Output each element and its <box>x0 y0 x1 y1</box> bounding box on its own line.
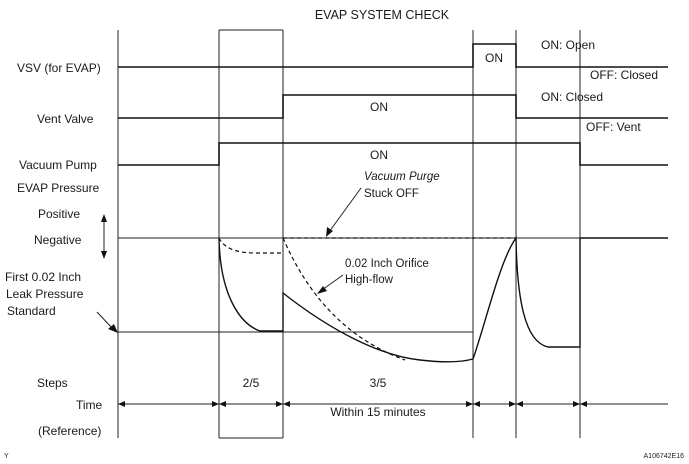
corner-mark-right: A106742E16 <box>644 453 685 460</box>
time-arrow-1-right <box>212 401 219 407</box>
time-arrow-5-right <box>573 401 580 407</box>
vsv-state-open: ON: Open <box>541 38 595 52</box>
pressure-trace-orifice-high-flow <box>282 237 406 361</box>
pressure-range-arrow <box>101 214 107 259</box>
time-arrow-2-right <box>276 401 283 407</box>
annotation-orifice-1: 0.02 Inch Orifice <box>345 258 429 270</box>
label-vent-valve: Vent Valve <box>37 112 94 126</box>
vsv-state-closed: OFF: Closed <box>590 68 658 82</box>
annotation-stuck-2: Stuck OFF <box>364 188 419 200</box>
annotation-stuck-1: Vacuum Purge <box>364 171 440 183</box>
vent-state-closed: ON: Closed <box>541 90 603 104</box>
phase-boundaries <box>117 29 581 439</box>
label-positive: Positive <box>38 207 80 221</box>
orifice-pointer <box>317 274 344 294</box>
annotation-orifice-2: High-flow <box>345 274 394 286</box>
step-label-3-5: 3/5 <box>370 376 387 390</box>
label-negative: Negative <box>34 233 82 247</box>
orifice-pointer-head <box>317 286 327 294</box>
vacuum-pump-on-label: ON <box>370 148 388 162</box>
time-arrow-5-left <box>516 401 523 407</box>
time-arrow-3-right <box>466 401 473 407</box>
label-evap-pressure: EVAP Pressure <box>17 181 100 195</box>
label-vacuum-pump: Vacuum Pump <box>19 158 97 172</box>
vsv-signal: ON <box>118 43 668 68</box>
time-axis <box>118 401 668 407</box>
vent-state-vent: OFF: Vent <box>586 120 641 134</box>
time-arrow-4-right <box>509 401 516 407</box>
pressure-down-arrowhead <box>101 251 107 259</box>
vsv-signal-line <box>118 43 668 68</box>
vsv-on-label: ON <box>485 51 503 65</box>
label-vsv: VSV (for EVAP) <box>17 61 101 75</box>
vacuum-pump-signal-line <box>118 142 668 166</box>
evap-pressure-curves <box>218 235 668 363</box>
label-time: Time <box>76 398 103 412</box>
vent-valve-on-label: ON <box>370 100 388 114</box>
vacuum-pump-signal: ON <box>118 142 668 166</box>
diagram-title: EVAP SYSTEM CHECK <box>315 8 450 22</box>
vent-valve-signal: ON <box>118 94 668 119</box>
label-leak-standard-3: Standard <box>7 304 56 318</box>
step-label-2-5: 2/5 <box>243 376 260 390</box>
stuck-off-pointer-line <box>328 187 362 233</box>
leak-standard-pointer <box>96 311 118 333</box>
within-15-minutes: Within 15 minutes <box>330 405 425 419</box>
vent-valve-signal-line <box>118 94 668 119</box>
time-arrow-4-left <box>473 401 480 407</box>
label-leak-standard-1: First 0.02 Inch <box>5 270 81 284</box>
corner-mark-left: Y <box>4 453 9 460</box>
pressure-trace-stuck-off <box>218 237 283 254</box>
label-reference: (Reference) <box>38 424 101 438</box>
pressure-trace-main <box>218 235 668 363</box>
label-steps: Steps <box>37 376 68 390</box>
stuck-off-pointer-head <box>326 227 333 237</box>
leak-standard-pointer-head <box>108 324 118 333</box>
time-arrow-3-left <box>283 401 290 407</box>
time-arrow-2-left <box>219 401 226 407</box>
orifice-pointer-line <box>321 274 344 291</box>
stuck-off-pointer <box>326 187 362 237</box>
time-arrow-6-left <box>580 401 587 407</box>
label-leak-standard-2: Leak Pressure <box>6 287 84 301</box>
leak-standard-pointer-line <box>96 311 114 330</box>
time-arrow-1-left <box>118 401 125 407</box>
pressure-up-arrowhead <box>101 214 107 222</box>
